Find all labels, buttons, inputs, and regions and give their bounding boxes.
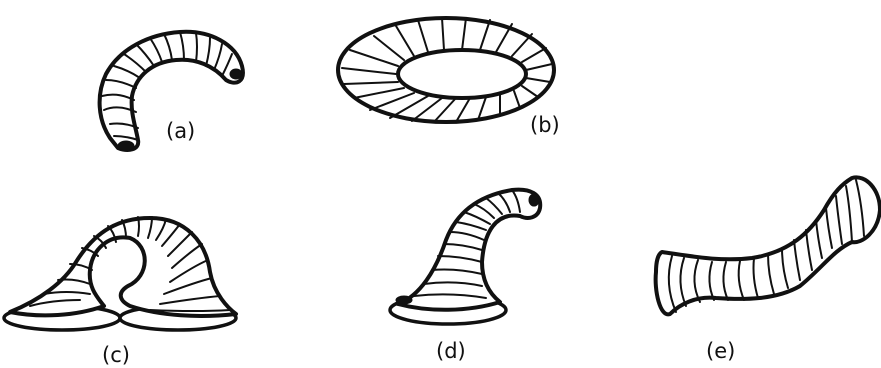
shape-c-arch	[4, 217, 236, 330]
shape-d-bent-tube	[390, 190, 540, 324]
label-b: (b)	[530, 113, 560, 137]
shape-b-torus	[338, 18, 554, 122]
label-d: (d)	[436, 339, 466, 363]
shape-e-flared-tube	[656, 177, 880, 314]
label-a: (a)	[166, 119, 195, 143]
label-c: (c)	[102, 343, 130, 367]
label-e: (e)	[706, 339, 735, 363]
